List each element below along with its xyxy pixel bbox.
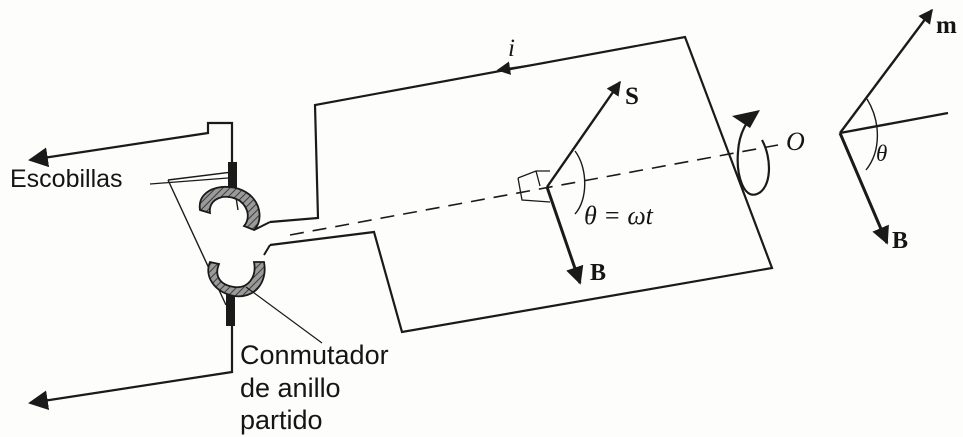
rotation-arrow-head (732, 110, 760, 128)
brushes-label: Escobillas (10, 165, 123, 193)
axis-point-label: O (786, 127, 805, 156)
vector-b-loop-arrow (545, 186, 584, 285)
vector-b-side-label: B (892, 228, 909, 254)
commutator-label-line3: partido (240, 405, 323, 435)
commutator-label-line2: de anillo (240, 373, 341, 403)
ring-to-coil-leads (253, 221, 271, 256)
brushes-leader (149, 177, 229, 185)
lower-ring-half (207, 260, 266, 298)
vector-m-arrow (839, 8, 933, 134)
angle-loop-label: θ = ωt (584, 201, 653, 230)
angle-arc-side (865, 98, 878, 171)
upper-ring-half (199, 185, 261, 232)
vector-m-label: m (936, 12, 957, 39)
angle-side-label: θ (876, 141, 888, 166)
lower-brush-lead (28, 323, 234, 411)
upper-brush-lead (28, 121, 234, 168)
coil-loop (269, 35, 774, 334)
current-arrow (496, 61, 546, 75)
rotation-arrow (736, 112, 771, 196)
side-reference-line (839, 111, 949, 135)
normal-marker (517, 170, 551, 203)
vector-b-loop-label: B (590, 260, 607, 286)
commutator-label-line1: Conmutador (240, 340, 389, 370)
angle-arc-loop (574, 150, 586, 215)
lower-brush (226, 290, 235, 326)
vector-b-side-arrow (838, 132, 889, 245)
commutator-leader (245, 286, 323, 344)
vector-s-arrow (546, 80, 621, 188)
upper-brush (228, 162, 237, 198)
vector-s-label: S (625, 83, 639, 110)
current-label: i (508, 35, 515, 62)
rotation-axis (289, 144, 779, 236)
